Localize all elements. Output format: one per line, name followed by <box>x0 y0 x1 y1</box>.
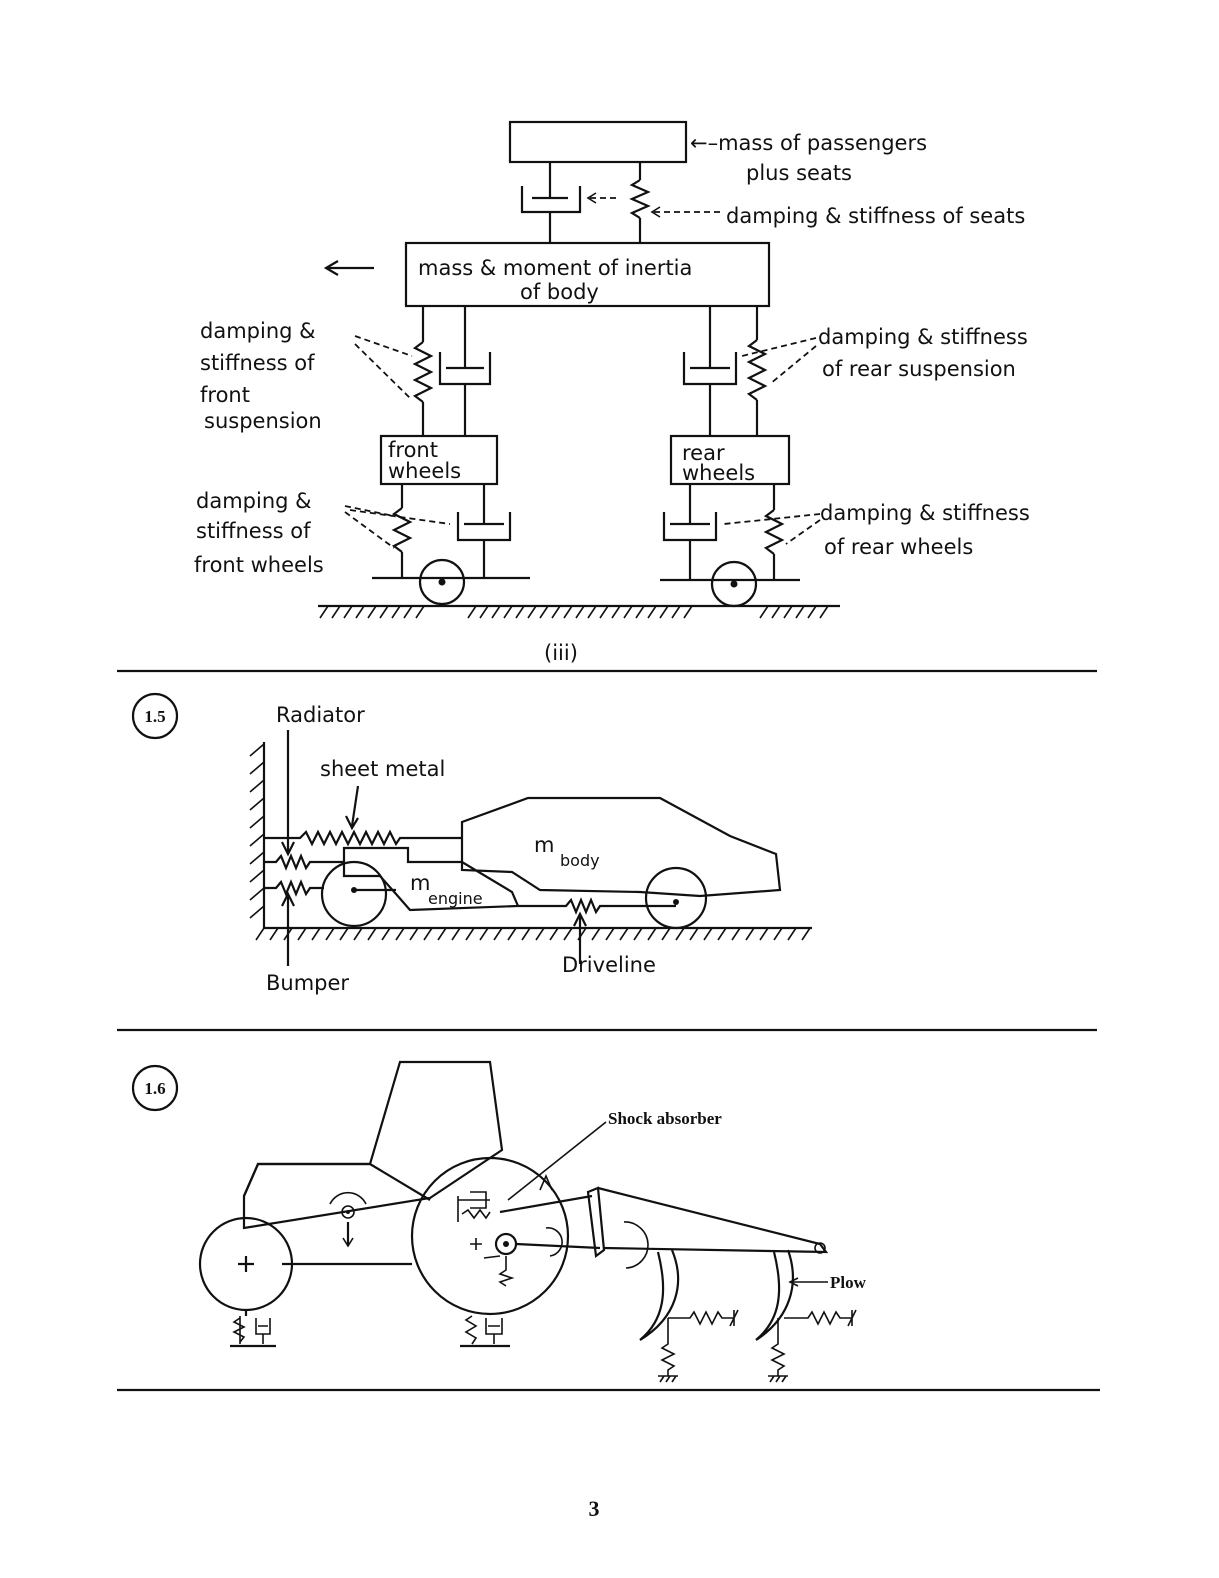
label-driveline: Driveline <box>562 953 656 977</box>
label-front-susp-2: stiffness of <box>200 351 315 375</box>
label-m-body: m <box>534 833 554 857</box>
label-rear-susp-1: damping & stiffness <box>818 325 1028 349</box>
figure-number-1-6: 1.6 <box>144 1079 165 1098</box>
label-radiator: Radiator <box>276 703 365 727</box>
label-body-2: of body <box>520 280 599 304</box>
figure-number-badge <box>131 1064 179 1112</box>
label-m-engine: m <box>410 871 430 895</box>
rear-wheels-box <box>669 434 791 486</box>
label-front-susp-3: front <box>200 383 250 407</box>
label-front-wheel-damp-3: front wheels <box>194 553 324 577</box>
front-wheels-box <box>379 434 499 486</box>
figure-1-6: 1.6 Shock absorber <box>131 1060 867 1383</box>
page-number: 3 <box>589 1496 600 1521</box>
rear-wheel <box>644 866 708 930</box>
passenger-mass-box <box>508 120 688 164</box>
car-body <box>460 796 782 898</box>
label-front-wheel-damp-2: stiffness of <box>196 519 311 543</box>
label-front-wheel-damp-1: damping & <box>196 489 312 513</box>
label-bumper: Bumper <box>266 971 349 995</box>
figure-caption-iii: (iii) <box>544 641 578 665</box>
label-m-engine-sub: engine <box>428 889 483 908</box>
label-front-susp-4: suspension <box>204 409 322 433</box>
label-plow: Plow <box>830 1273 867 1292</box>
tractor-cab <box>242 1060 504 1230</box>
label-rear-wheel-damp-1: damping & stiffness <box>820 501 1030 525</box>
figure-number-1-5: 1.5 <box>144 707 165 726</box>
label-mass-passengers: ←–mass of passengers <box>690 131 927 155</box>
figure-1-5: 1.5 Radiator sheet metal Bumper m body m… <box>131 692 812 995</box>
front-wheel <box>320 860 388 928</box>
figure-iii: ←–mass of passengers plus seats damping … <box>194 120 1030 665</box>
label-sheet-metal: sheet metal <box>320 757 445 781</box>
body-mass-box <box>404 241 771 308</box>
label-rear-susp-2: of rear suspension <box>822 357 1016 381</box>
tractor-rear-wheel <box>410 1156 570 1316</box>
label-shock-absorber: Shock absorber <box>608 1109 722 1128</box>
label-plus-seats: plus seats <box>746 161 852 185</box>
plow-tine <box>755 1249 794 1341</box>
label-m-body-sub: body <box>560 851 600 870</box>
label-damping-seats: damping & stiffness of seats <box>726 204 1025 228</box>
label-front-wheels-1: front <box>388 438 438 462</box>
label-rear-wheel-damp-2: of rear wheels <box>824 535 973 559</box>
figure-number-badge <box>131 692 179 740</box>
label-rear-wheels-2: wheels <box>682 461 755 485</box>
plow-tine <box>639 1249 680 1341</box>
label-rear-wheels-1: rear <box>682 441 725 465</box>
label-body-1: mass & moment of inertia <box>418 256 692 280</box>
label-front-susp-1: damping & <box>200 319 316 343</box>
label-front-wheels-2: wheels <box>388 459 461 483</box>
